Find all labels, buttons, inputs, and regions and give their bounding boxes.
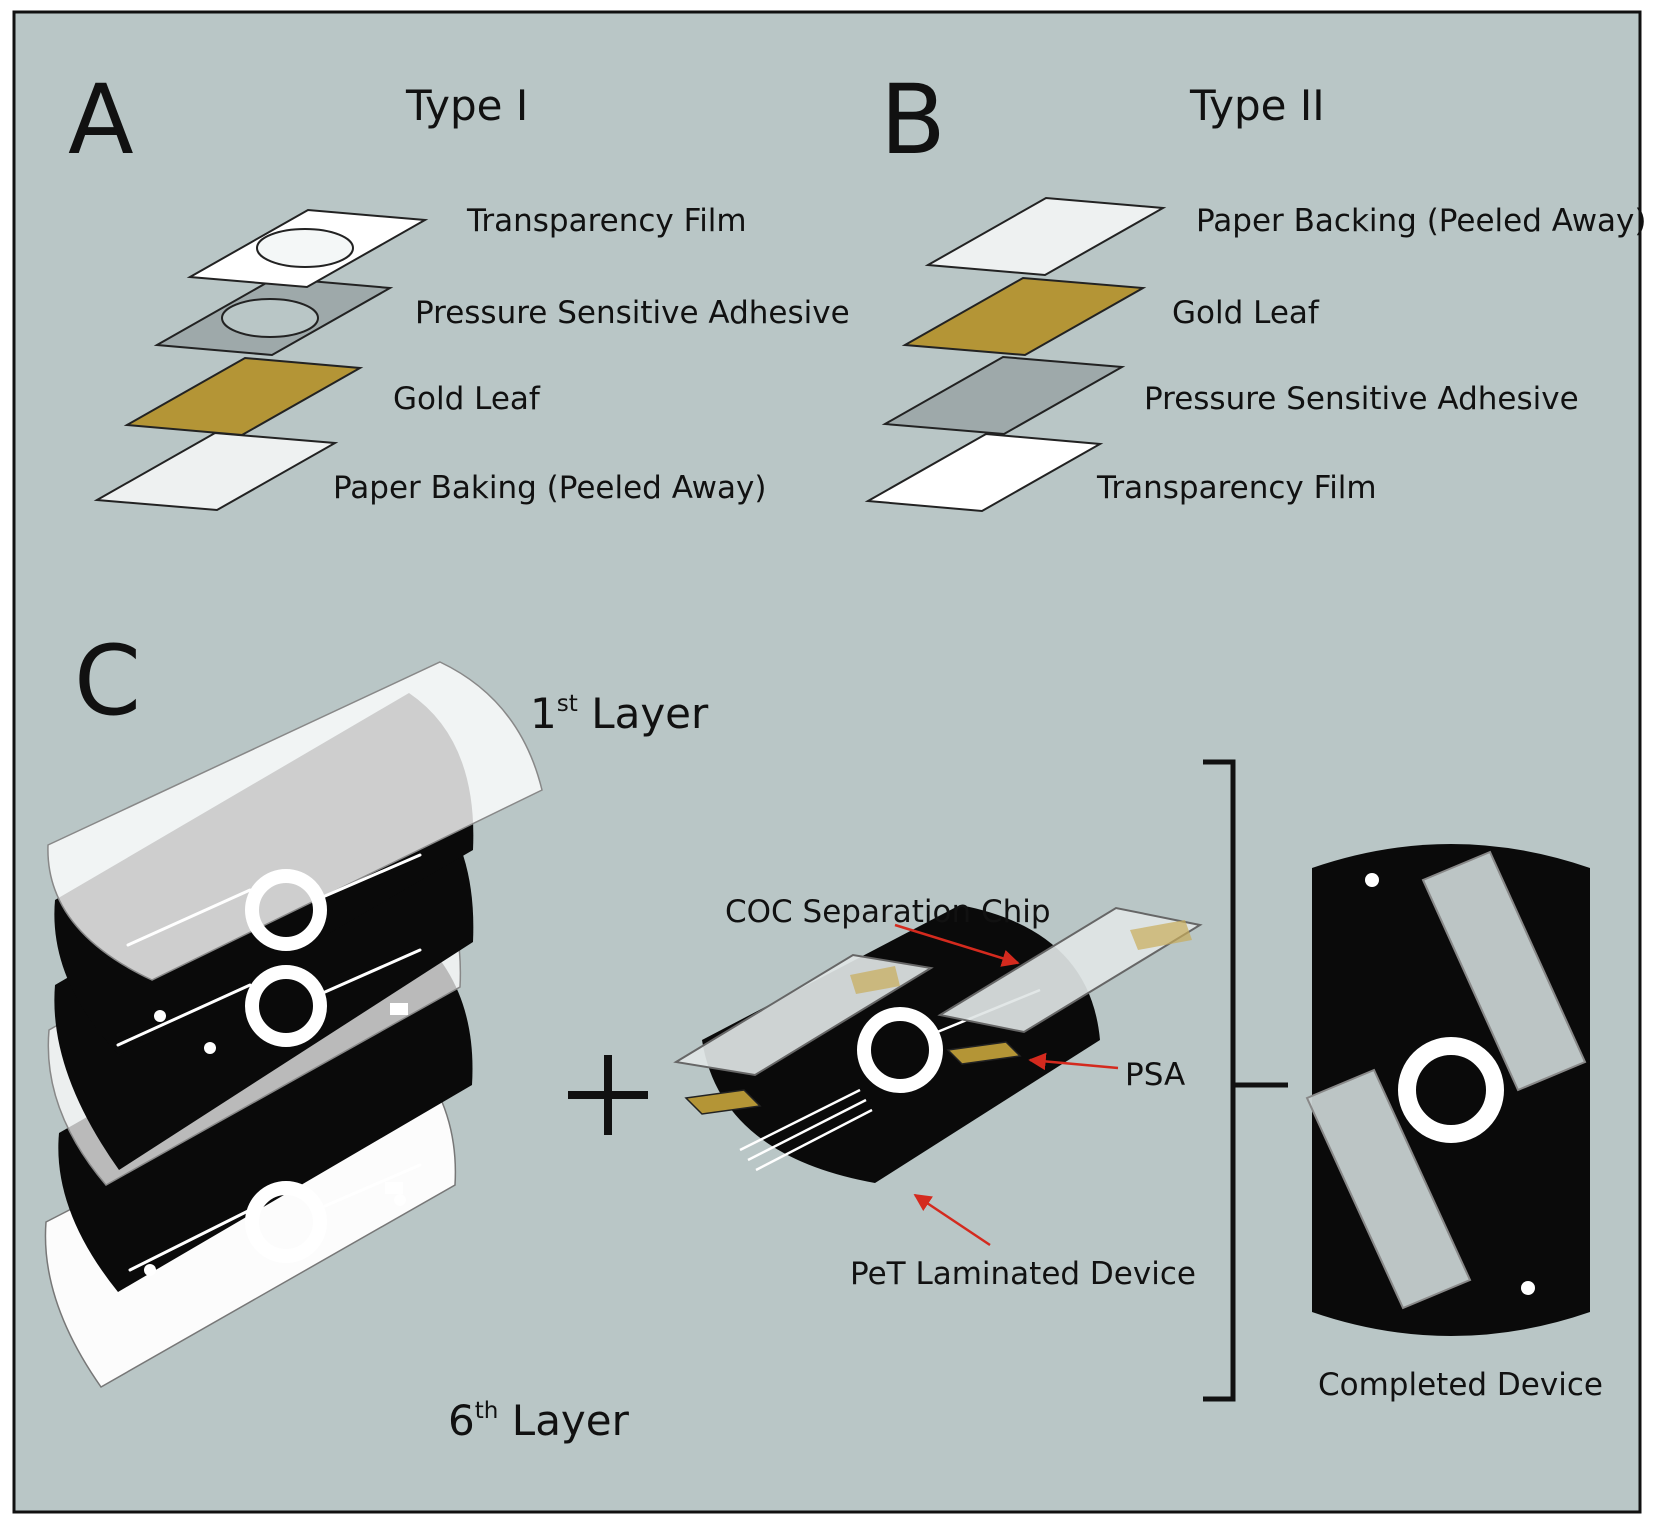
coc-chip-arrow <box>894 923 1020 967</box>
first-layer-label: 1st Layer <box>530 690 708 735</box>
coc-chip-gold-mark-left <box>850 966 900 994</box>
pet-laminated-device <box>673 905 1203 1183</box>
coc-chip-gold-mark-right <box>1130 920 1192 950</box>
completed-port-a <box>1365 873 1379 887</box>
pet-device-arrow <box>913 1193 991 1247</box>
first-layer-number: 1 <box>530 689 557 738</box>
coc-separation-chip-label: COC Separation Chip <box>725 894 1051 930</box>
a-paper-backing-label: Paper Baking (Peeled Away) <box>333 470 767 506</box>
completed-chip-upper <box>1421 850 1587 1092</box>
b-gold-leaf-label: Gold Leaf <box>1172 295 1319 331</box>
type-one-stack <box>93 208 429 512</box>
completed-port-b <box>1521 1281 1535 1295</box>
first-layer-word: Layer <box>591 689 709 738</box>
b-paper-backing-sheet <box>924 196 1167 277</box>
assembly-bracket <box>1203 759 1288 1402</box>
pet-center-electrode <box>857 1007 943 1093</box>
sixth-layer-ordinal: th <box>474 1397 499 1424</box>
layer-1-transparency <box>47 661 543 981</box>
b-transparency-film-label: Transparency Film <box>1097 470 1377 506</box>
a-transparency-film-label: Transparency Film <box>467 203 747 239</box>
pet-device-base <box>702 905 1100 1183</box>
sixth-layer-number: 6 <box>448 1396 475 1445</box>
b-adhesive-sheet <box>881 355 1126 436</box>
annotation-arrows <box>894 923 1119 1247</box>
b-transparency-sheet <box>864 432 1104 513</box>
a-gold-leaf-sheet <box>123 356 364 437</box>
plus-sign <box>568 1055 648 1135</box>
b-paper-backing-label: Paper Backing (Peeled Away) <box>1196 203 1647 239</box>
panel-c-letter: C <box>74 625 142 737</box>
first-layer-ordinal: st <box>556 690 578 717</box>
a-adhesive-hole <box>221 298 319 338</box>
a-paper-backing-sheet <box>93 431 339 512</box>
psa-arrow <box>1028 1052 1119 1071</box>
a-gold-leaf-label: Gold Leaf <box>393 381 540 417</box>
completed-device-label: Completed Device <box>1318 1367 1603 1403</box>
psa-pad-right <box>946 1041 1022 1065</box>
panel-b-letter: B <box>880 64 946 176</box>
pet-laminated-device-label: PeT Laminated Device <box>850 1256 1196 1292</box>
b-gold-leaf-sheet <box>901 276 1147 357</box>
b-pressure-sensitive-adhesive-label: Pressure Sensitive Adhesive <box>1144 381 1579 417</box>
panel-b-title: Type II <box>1190 81 1325 130</box>
panel-a-title: Type I <box>406 81 529 130</box>
six-layer-stack <box>44 661 543 1388</box>
completed-center-electrode <box>1398 1037 1504 1143</box>
psa-label: PSA <box>1125 1057 1186 1093</box>
psa-pad-left <box>684 1089 762 1115</box>
sixth-layer-label: 6th Layer <box>448 1397 629 1442</box>
completed-device-art <box>1305 844 1590 1336</box>
electrode-pattern <box>116 853 422 1276</box>
type-two-stack <box>864 196 1167 513</box>
sixth-layer-word: Layer <box>511 1396 629 1445</box>
a-pressure-sensitive-adhesive-label: Pressure Sensitive Adhesive <box>415 295 850 331</box>
panel-a-letter: A <box>68 64 134 176</box>
a-transparency-hole <box>256 228 354 268</box>
completed-chip-lower <box>1305 1068 1472 1310</box>
